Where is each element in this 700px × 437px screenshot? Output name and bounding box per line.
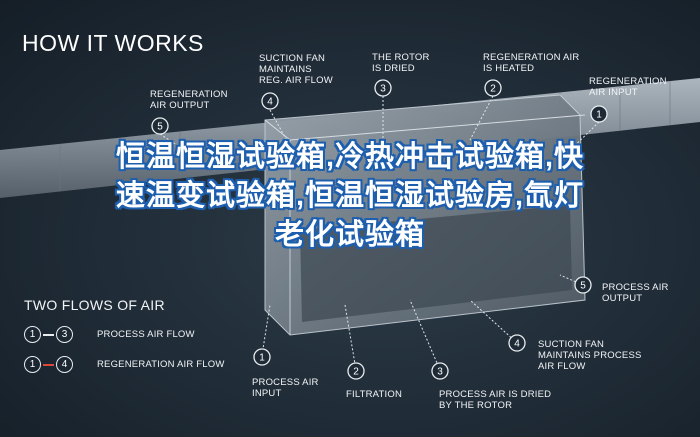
step-label-top-1: REGENERATION AIR INPUT — [589, 76, 667, 98]
flows-title: TWO FLOWS OF AIR — [24, 297, 165, 313]
step-label-top-3: THE ROTOR IS DRIED — [372, 52, 430, 74]
svg-text:3: 3 — [437, 367, 443, 378]
legend-row-process: 1 3 PROCESS AIR FLOW — [24, 326, 195, 343]
marker-top-1: 1 — [590, 105, 608, 123]
legend-label-regeneration: REGENERATION AIR FLOW — [97, 359, 225, 370]
step-label-bottom-3: PROCESS AIR IS DRIED BY THE ROTOR — [439, 389, 552, 411]
svg-text:1: 1 — [596, 110, 602, 121]
page-title: HOW IT WORKS — [22, 30, 204, 56]
marker-top-5: 5 — [151, 117, 169, 135]
step-label-right-5: PROCESS AIR OUTPUT — [602, 282, 669, 304]
legend-to-badge: 3 — [56, 326, 73, 343]
svg-text:3: 3 — [380, 84, 386, 95]
svg-text:4: 4 — [267, 97, 273, 108]
watermark-overlay: 恒温恒湿试验箱,冷热冲击试验箱,快速温变试验箱,恒温恒湿试验房,氙灯老化试验箱 — [115, 141, 585, 251]
marker-bottom-3: 3 — [431, 362, 449, 380]
marker-right-5: 5 — [574, 276, 592, 294]
legend-label-process: PROCESS AIR FLOW — [97, 329, 195, 340]
legend-line-regeneration — [43, 363, 54, 366]
step-label-top-4: SUCTION FAN MAINTAINS REG. AIR FLOW — [259, 53, 333, 86]
marker-top-4: 4 — [261, 92, 279, 110]
legend-to-badge: 4 — [56, 356, 73, 373]
step-markers: 5 4 3 2 1 5 4 1 2 3 — [151, 79, 608, 380]
marker-bottom-1: 1 — [253, 348, 271, 366]
step-label-top-5: REGENERATION AIR OUTPUT — [150, 89, 228, 111]
legend-line-process — [43, 333, 54, 336]
marker-top-3: 3 — [374, 79, 392, 97]
legend-row-regeneration: 1 4 REGENERATION AIR FLOW — [24, 356, 225, 373]
svg-text:2: 2 — [490, 84, 496, 95]
svg-text:4: 4 — [514, 339, 520, 350]
svg-text:5: 5 — [157, 122, 163, 133]
step-label-top-2: REGENERATION AIR IS HEATED — [483, 52, 580, 74]
legend-from-badge: 1 — [24, 326, 41, 343]
marker-right-4: 4 — [508, 334, 526, 352]
step-label-bottom-1: PROCESS AIR INPUT — [252, 377, 319, 399]
unit-frame-inner — [300, 205, 572, 322]
svg-text:2: 2 — [353, 367, 359, 378]
svg-text:5: 5 — [580, 281, 586, 292]
svg-text:1: 1 — [259, 353, 265, 364]
marker-bottom-2: 2 — [347, 362, 365, 380]
leader-lines — [159, 95, 600, 371]
step-label-bottom-2: FILTRATION — [346, 389, 403, 400]
step-label-right-4: SUCTION FAN MAINTAINS PROCESS AIR FLOW — [538, 339, 642, 372]
legend-from-badge: 1 — [24, 356, 41, 373]
marker-top-2: 2 — [484, 79, 502, 97]
